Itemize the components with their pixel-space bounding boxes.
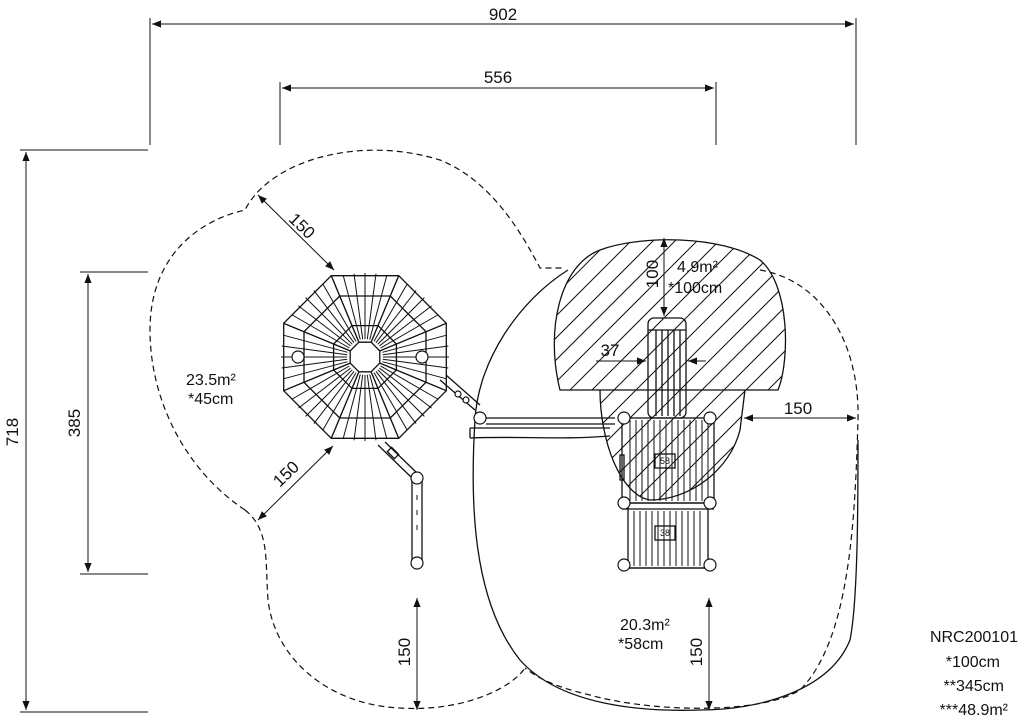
left-fall-height-label: *45cm: [188, 391, 233, 408]
tower-connector: [439, 374, 481, 411]
left-safety-zone: [149, 149, 565, 511]
bottom-right-clearance-label: 150: [687, 638, 706, 666]
hex-lower-clearance-label: 150: [269, 457, 303, 490]
main-structure: 58 38: [617, 317, 717, 572]
spec-line-3: ***48.9m²: [940, 702, 1009, 719]
main-fall-height-label: *58cm: [618, 636, 663, 653]
lower-platform-label: 38: [660, 528, 670, 538]
slide-width-label: 37: [601, 341, 620, 360]
total-height-label: 718: [3, 418, 22, 446]
dimension-lines: 902 556 718 385 150 150 150 150 150: [3, 5, 857, 713]
bottom-left-clearance-label: 150: [395, 638, 414, 666]
main-structure-zone: [472, 269, 701, 711]
safety-zone-outlines: [149, 149, 859, 711]
model-number: NRC200101: [930, 629, 1018, 646]
bridge: [469, 411, 615, 439]
upper-platform-label: 58: [660, 456, 670, 466]
spec-line-1: *100cm: [946, 654, 1000, 671]
hex-upper-clearance-label: 150: [285, 209, 319, 242]
left-area-label: 23.5m²: [186, 372, 236, 389]
slide-area-label: 4.9m²: [677, 259, 719, 276]
total-width-label: 902: [489, 5, 517, 24]
left-lower-safety-zone: [244, 509, 526, 710]
tower-post-right: [415, 350, 429, 364]
tower-post-left: [291, 350, 305, 364]
tower-ladder: [377, 441, 424, 570]
main-area-label: 20.3m²: [620, 617, 670, 634]
slide-height-label: 100: [643, 260, 662, 288]
main-structure-zone-right: [699, 439, 859, 711]
area-labels: 23.5m² *45cm 4.9m² *100cm 20.3m² *58cm: [186, 259, 722, 653]
right-safety-zone: [524, 269, 859, 709]
inner-width-label: 556: [484, 68, 512, 87]
right-clearance-label: 150: [784, 399, 812, 418]
slide-fall-height-label: *100cm: [668, 280, 722, 297]
octagon-tower: [281, 273, 449, 441]
spec-line-2: **345cm: [944, 678, 1004, 695]
spec-block: NRC200101 *100cm **345cm ***48.9m²: [930, 629, 1018, 719]
left-height-label: 385: [65, 409, 84, 437]
